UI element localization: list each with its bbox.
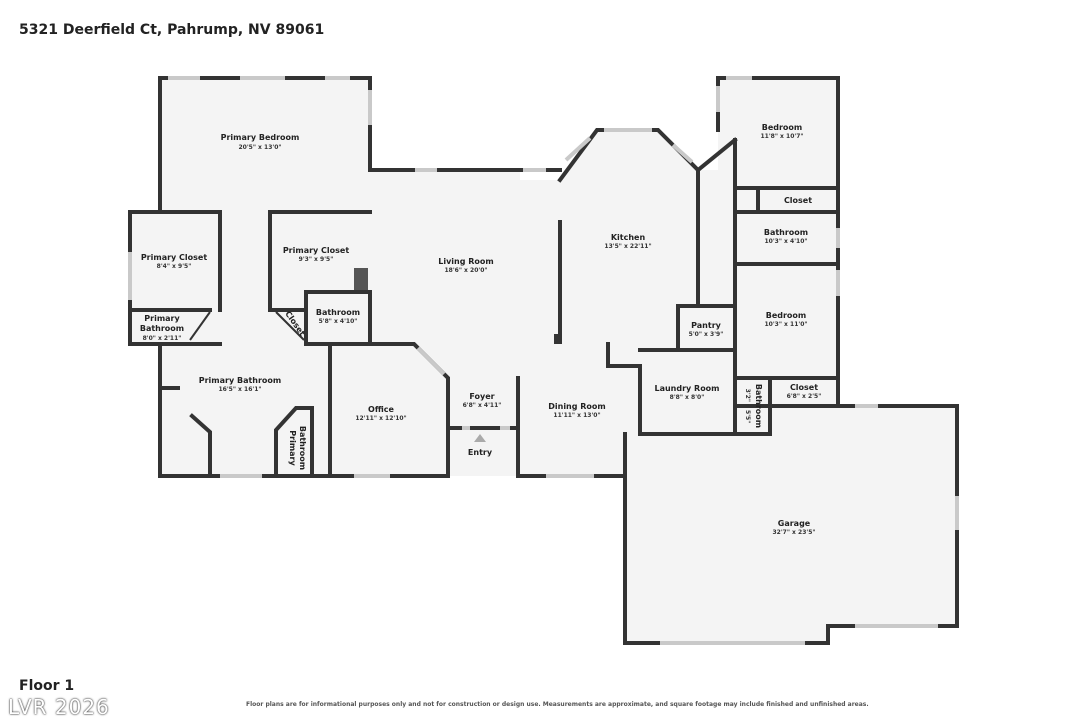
room-office: Office	[368, 405, 394, 414]
room-dining-room: Dining Room	[548, 402, 606, 411]
room-primary-bedroom-dims: 20'5" x 13'0"	[238, 144, 281, 151]
windows	[128, 76, 959, 645]
room-office-dims: 12'11" x 12'10"	[355, 415, 406, 422]
room-kitchen: Kitchen	[611, 233, 646, 242]
room-pantry: Pantry	[691, 321, 722, 330]
room-primary-bathroom-main: Primary Bathroom	[199, 376, 282, 385]
room-primary-bathroom-main-dims: 16'5" x 16'1"	[218, 386, 261, 393]
watermark: LVR 2026	[8, 695, 110, 719]
room-entry: Entry	[468, 448, 493, 457]
room-primary-bedroom: Primary Bedroom	[221, 133, 300, 142]
room-bedroom-mid: Bedroom	[766, 311, 807, 320]
room-garage-dims: 32'7" x 23'5"	[772, 529, 815, 536]
room-pantry-dims: 5'0" x 3'9"	[689, 331, 724, 338]
room-closet-small: Closet	[790, 383, 818, 392]
floor-fill	[130, 78, 957, 643]
room-closet-top: Closet	[784, 196, 812, 205]
room-living-room: Living Room	[438, 257, 494, 266]
room-bathroom-center: Bathroom	[316, 308, 360, 317]
room-primary-closet-right-dims: 9'3" x 9'5"	[299, 256, 334, 263]
room-bedroom-top-dims: 11'8" x 10'7"	[760, 133, 803, 140]
room-bathroom-right: Bathroom	[764, 228, 808, 237]
walls	[128, 76, 959, 645]
room-primary-bathroom-vert-line1: Primary	[288, 430, 297, 466]
room-foyer-dims: 6'8" x 4'11"	[463, 402, 502, 409]
room-bathroom-small-vert: Bathroom	[754, 384, 763, 428]
room-garage: Garage	[778, 519, 811, 528]
room-laundry-room-dims: 8'8" x 8'0"	[670, 394, 705, 401]
page-title: 5321 Deerfield Ct, Pahrump, NV 89061	[19, 22, 325, 38]
room-primary-closet-left-dims: 8'4" x 9'5"	[157, 263, 192, 270]
disclaimer-text: Floor plans are for informational purpos…	[246, 701, 869, 708]
room-primary-closet-left: Primary Closet	[141, 253, 208, 262]
hatch-block	[354, 268, 368, 290]
room-dining-room-dims: 11'11" x 13'0"	[553, 412, 600, 419]
room-bedroom-mid-dims: 10'3" x 11'0"	[764, 321, 807, 328]
room-bathroom-center-dims: 5'8" x 4'10"	[319, 318, 358, 325]
room-primary-bathroom-small-line2: Bathroom	[140, 324, 184, 333]
room-bathroom-right-dims: 10'3" x 4'10"	[764, 238, 807, 245]
room-bathroom-small-vert-dims: 3'2" x 5'5"	[744, 389, 751, 424]
room-living-room-dims: 18'6" x 20'0"	[444, 267, 487, 274]
room-foyer: Foyer	[469, 392, 494, 401]
room-laundry-room: Laundry Room	[654, 384, 719, 393]
room-primary-bathroom-vert-line2: Bathroom	[298, 426, 307, 470]
room-primary-bathroom-small-line1: Primary	[144, 314, 180, 323]
floor-label: Floor 1	[19, 678, 75, 694]
room-kitchen-dims: 13'5" x 22'11"	[604, 243, 651, 250]
room-closet-small-dims: 6'8" x 2'5"	[787, 393, 822, 400]
room-bedroom-top: Bedroom	[762, 123, 803, 132]
entry-arrow-icon	[474, 434, 486, 442]
room-primary-bathroom-small-dims: 8'0" x 2'11"	[143, 335, 182, 342]
room-primary-closet-right: Primary Closet	[283, 246, 350, 255]
room-labels: Primary Bedroom 20'5" x 13'0" Primary Cl…	[140, 123, 821, 536]
